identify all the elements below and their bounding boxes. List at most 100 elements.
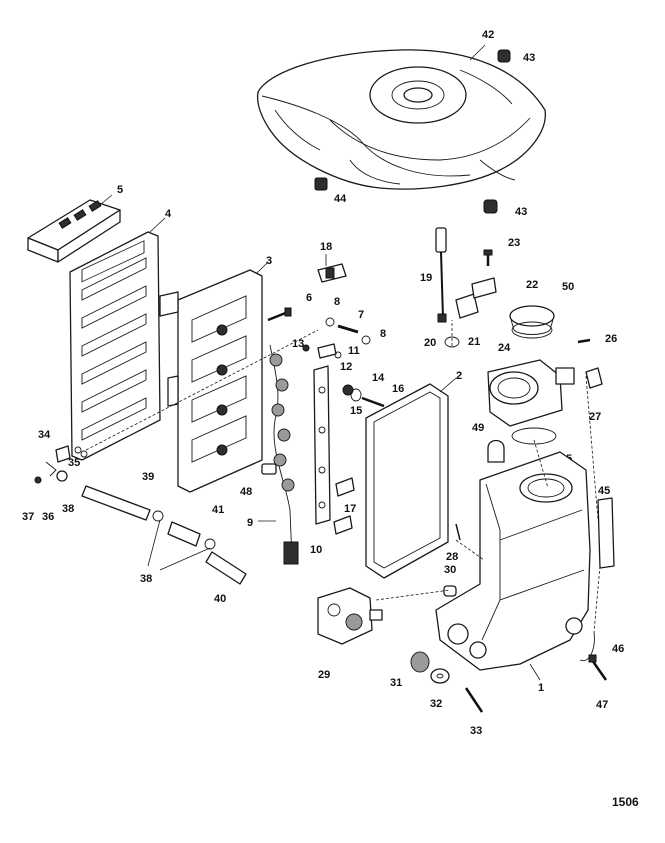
leader-38-lower: [147, 519, 211, 571]
callout-3: 3: [266, 255, 272, 267]
part-sensor-19: [435, 227, 447, 323]
callout-33: 33: [470, 725, 482, 737]
callout-37: 37: [22, 511, 34, 523]
callout-21: 21: [468, 336, 480, 348]
callout-35: 35: [68, 457, 80, 469]
callout-22: 22: [526, 279, 538, 291]
part-fitting-27: [585, 367, 603, 389]
part-bolt-33: [464, 687, 484, 713]
part-reed-block: [27, 199, 121, 263]
callout-44: 44: [334, 193, 347, 205]
callout-17: 17: [344, 503, 356, 515]
part-screw-6: [267, 307, 292, 322]
part-wiring-harness: [269, 344, 299, 565]
callout-10: 10: [310, 544, 322, 556]
callout-41: 41: [212, 504, 224, 516]
leader-5: [99, 194, 113, 206]
part-fittings-34-38: [34, 445, 88, 484]
part-gasket: [365, 383, 449, 579]
part-throttle-body: [487, 359, 575, 427]
callout-6: 6: [306, 292, 312, 304]
callout-9: 9: [247, 517, 253, 529]
callout-24: 24: [498, 342, 511, 354]
part-fitting-48: [261, 463, 277, 475]
part-gasket-plate: [69, 231, 161, 461]
callout-38-upper: 38: [62, 503, 74, 515]
part-screw-23: [483, 249, 493, 266]
callout-28: 28: [446, 551, 458, 563]
callout-26: 26: [605, 333, 617, 345]
leader-42: [469, 44, 486, 61]
part-clips-17: [333, 477, 355, 535]
part-fuel-rail: [313, 365, 331, 525]
callout-39: 39: [142, 471, 154, 483]
callout-47: 47: [596, 699, 608, 711]
callout-27: 27: [589, 411, 601, 423]
part-fittings-14-16: [342, 384, 385, 408]
part-intake-plate: [159, 269, 263, 493]
callout-38-lower: 38: [140, 573, 152, 585]
part-grommet-lower: [483, 199, 498, 214]
part-small-fittings: [302, 317, 371, 359]
part-pin-28: [455, 523, 461, 541]
callout-48: 48: [240, 486, 252, 498]
callout-11: 11: [348, 345, 360, 357]
callout-29: 29: [318, 669, 330, 681]
part-grommet-31: [410, 651, 430, 673]
leader-4: [149, 217, 166, 233]
part-cover: [256, 49, 546, 190]
callout-14: 14: [372, 372, 385, 384]
part-oring-25: [511, 427, 557, 445]
callout-45: 45: [598, 485, 610, 497]
part-oring-20: [444, 336, 460, 348]
part-sensor-18: [317, 263, 347, 283]
callout-2: 2: [456, 370, 462, 382]
leader-2: [439, 377, 457, 393]
alignment-lines: [85, 320, 601, 633]
callout-23: 23: [508, 237, 520, 249]
callout-43-top: 43: [523, 52, 535, 64]
part-bracket-45: [597, 497, 615, 569]
part-washer-32: [430, 668, 450, 684]
part-sensor-21: [455, 293, 479, 319]
callout-1: 1: [538, 682, 544, 694]
callout-42: 42: [482, 29, 494, 41]
callout-13: 13: [292, 338, 304, 350]
part-grommet-top: [497, 49, 511, 63]
callout-32: 32: [430, 698, 442, 710]
callout-34: 34: [38, 429, 51, 441]
part-bracket-22: [471, 277, 497, 299]
part-manifold-housing: [435, 451, 591, 671]
leader-1: [529, 663, 541, 681]
part-clip-46: [579, 631, 595, 662]
leader-3: [255, 261, 269, 275]
callout-43-lower: 43: [515, 206, 527, 218]
callout-5: 5: [117, 184, 123, 196]
callout-36: 36: [42, 511, 54, 523]
callout-31: 31: [390, 677, 402, 689]
callout-18: 18: [320, 241, 332, 253]
part-fitting-30: [443, 585, 457, 597]
part-hose-40: [205, 551, 247, 585]
part-pump-29: [317, 587, 383, 645]
callout-46: 46: [612, 643, 624, 655]
callout-8-lower: 8: [380, 328, 386, 340]
figure-number: 1506: [612, 795, 639, 809]
callout-20: 20: [424, 337, 436, 349]
callout-8-upper: 8: [334, 296, 340, 308]
part-filter-41: [152, 510, 216, 550]
part-bolt-47: [588, 654, 608, 681]
callout-7: 7: [358, 309, 364, 321]
part-clip-49: [487, 439, 505, 463]
callout-49: 49: [472, 422, 484, 434]
callout-16: 16: [392, 383, 404, 395]
part-screw-26: [577, 338, 591, 344]
part-nut: [314, 177, 328, 191]
callout-40: 40: [214, 593, 226, 605]
callout-12: 12: [340, 361, 352, 373]
callout-30: 30: [444, 564, 456, 576]
part-boot-50: [509, 305, 555, 339]
callout-50: 50: [562, 281, 574, 293]
callout-15: 15: [350, 405, 362, 417]
